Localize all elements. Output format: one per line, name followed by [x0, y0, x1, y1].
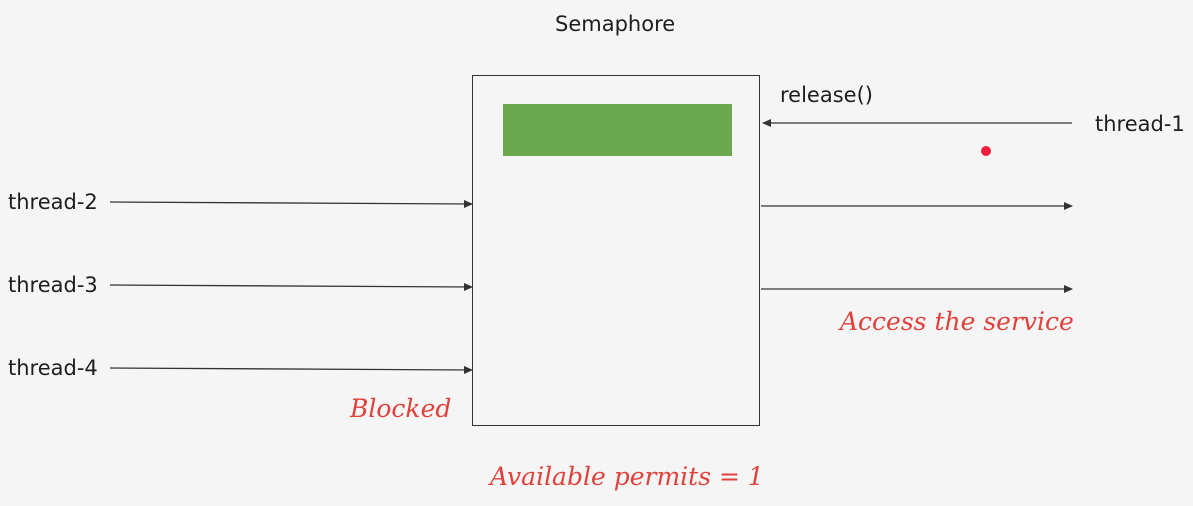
pointer-dot	[981, 146, 991, 156]
thread-4-label: thread-4	[8, 356, 98, 380]
release-label: release()	[780, 83, 873, 107]
thread-2-label: thread-2	[8, 190, 98, 214]
permit-block	[503, 104, 732, 156]
thread-1-label: thread-1	[1095, 112, 1185, 136]
thread-4-arrow	[109, 365, 473, 374]
permits-annotation: Available permits = 1	[490, 462, 764, 491]
access-annotation: Access the service	[840, 307, 1074, 336]
thread-3-label: thread-3	[8, 273, 98, 297]
semaphore-box	[472, 75, 760, 426]
blocked-annotation: Blocked	[350, 394, 452, 423]
semaphore-title: Semaphore	[555, 12, 676, 36]
thread-3-arrow	[109, 282, 473, 291]
thread-2-arrow	[109, 199, 473, 208]
